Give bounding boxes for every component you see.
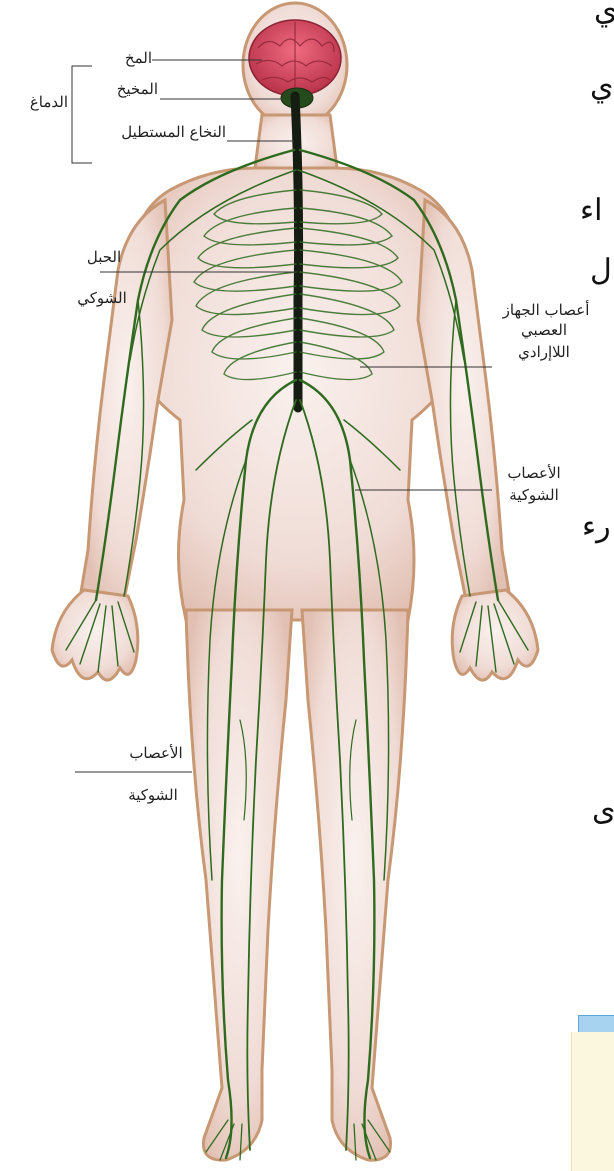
label-spinal-nerves-right-line1: الأعصاب (490, 465, 578, 482)
edge-text-5: رء (582, 512, 611, 542)
label-spinal-nerves-left-line2: الشوكية (108, 787, 198, 804)
info-box-body (571, 1032, 614, 1171)
edge-text-6: ى (592, 796, 614, 826)
label-spinal-nerves-right-line2: الشوكية (490, 487, 578, 504)
left-leg (186, 610, 292, 1160)
edge-text-3: اء (580, 196, 602, 226)
label-spinal-cord-line2: الشوكي (62, 290, 142, 307)
edge-text-1: ي (594, 0, 614, 26)
label-medulla: النخاع المستطيل (78, 124, 226, 141)
left-hand (52, 590, 138, 680)
label-spinal-cord-line1: الحبل (70, 249, 138, 266)
right-arm (418, 200, 510, 606)
label-brain: الدماغ (2, 94, 68, 111)
spinal-cord (295, 96, 299, 408)
label-cerebellum: المخيخ (80, 81, 158, 98)
label-autonomic-line1: أعصاب الجهاز (480, 302, 612, 319)
label-spinal-nerves-left-line1: الأعصاب (118, 745, 194, 762)
label-cerebrum: المخ (80, 50, 152, 67)
edge-text-2: ي (590, 72, 613, 102)
right-leg (302, 610, 408, 1160)
edge-text-4: ل (590, 256, 612, 286)
label-autonomic-line3: اللاإرادي (494, 344, 594, 361)
info-box-header (578, 1015, 614, 1033)
label-autonomic-line2: العصبي (494, 322, 594, 339)
